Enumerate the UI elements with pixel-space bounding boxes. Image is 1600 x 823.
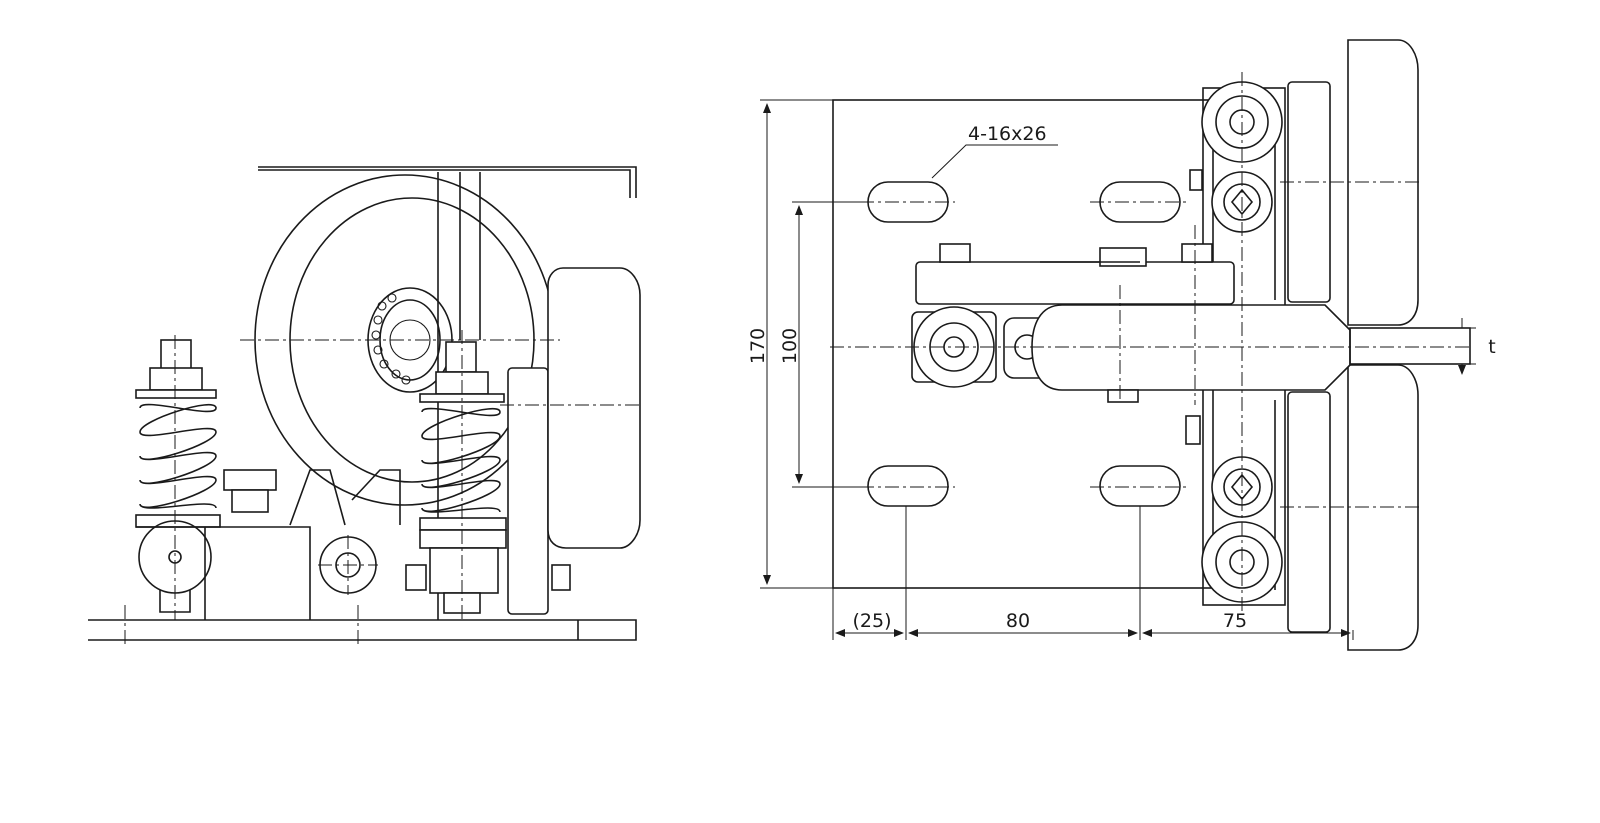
side-view: [88, 166, 641, 648]
dim-t-label: t: [1488, 336, 1495, 358]
upper-arm: [915, 243, 1235, 305]
dimension-lines: [760, 99, 1476, 640]
dim-100-label: 100: [779, 328, 801, 364]
dim-170-label: 170: [747, 328, 769, 364]
dim-75-label: 75: [1223, 610, 1247, 632]
front-view: 170 100 (25) 80 75 t 4-16x26: [747, 39, 1496, 651]
slot-callout-label: 4-16x26: [968, 123, 1047, 145]
side-roller: [507, 267, 641, 615]
guide-rail: [1349, 327, 1471, 365]
dim-80-label: 80: [1006, 610, 1030, 632]
dim-25-label: (25): [852, 610, 891, 632]
right-spring-assembly: [405, 341, 507, 614]
left-spring-assembly: [135, 339, 221, 613]
